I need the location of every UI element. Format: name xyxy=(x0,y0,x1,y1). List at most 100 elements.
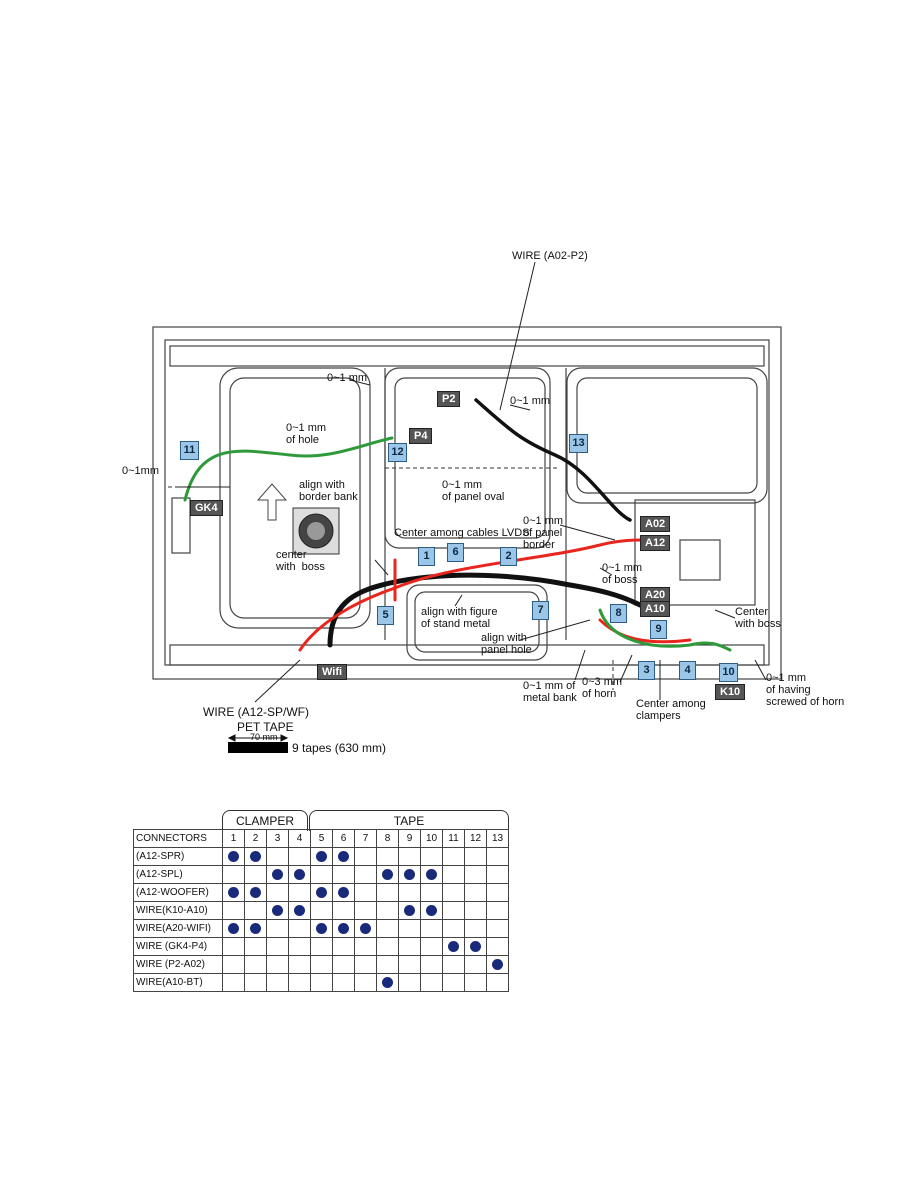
table-cell xyxy=(486,973,509,992)
mark-dot-icon xyxy=(294,868,305,880)
row-label: WIRE(A20-WIFI) xyxy=(133,919,223,938)
row-label: (A12-WOOFER) xyxy=(133,883,223,902)
mark-dot-icon xyxy=(228,886,239,898)
table-cell xyxy=(376,937,399,956)
table-cell xyxy=(376,955,399,974)
tape-marker-6: 6 xyxy=(447,543,464,562)
table-cell xyxy=(376,919,399,938)
table-cell xyxy=(244,883,267,902)
annotation-align-border: align with border bank xyxy=(299,479,358,503)
mark-dot-icon xyxy=(492,958,503,970)
pet-tape-length: 70 mm xyxy=(250,732,278,742)
table-cell xyxy=(464,937,487,956)
tape-marker-7: 7 xyxy=(532,601,549,620)
table-cell xyxy=(310,865,333,884)
table-cell xyxy=(442,937,465,956)
annotation-align-panel-hole: align with panel hole xyxy=(481,632,532,656)
mark-dot-icon xyxy=(228,850,239,862)
table-cell xyxy=(288,847,311,866)
table-cell xyxy=(332,901,355,920)
row-label: WIRE(A10-BT) xyxy=(133,973,223,992)
row-label: WIRE (P2-A02) xyxy=(133,955,223,974)
table-cell xyxy=(398,865,421,884)
chassis-outline xyxy=(152,326,782,680)
tape-marker-9: 9 xyxy=(650,620,667,639)
table-cell xyxy=(244,955,267,974)
connector-gk4: GK4 xyxy=(190,500,223,516)
pet-tape-title: PET TAPE xyxy=(237,720,294,734)
table-cell xyxy=(288,955,311,974)
tape-marker-5: 5 xyxy=(377,606,394,625)
col-header: 3 xyxy=(266,829,289,848)
table-cell xyxy=(288,937,311,956)
table-cell xyxy=(244,937,267,956)
table-cell xyxy=(222,901,245,920)
table-cell xyxy=(420,955,443,974)
table-cell xyxy=(244,973,267,992)
annotation-mm-left: 0~1mm xyxy=(122,465,159,477)
connector-clamp-table: CONNECTORS 1 2 3 4 5 6 7 8 9 10 11 12 13… xyxy=(133,829,509,992)
table-cell xyxy=(354,955,377,974)
table-cell xyxy=(354,919,377,938)
table-cell xyxy=(266,883,289,902)
table-cell xyxy=(420,883,443,902)
table-cell xyxy=(288,973,311,992)
table-cell xyxy=(354,937,377,956)
clamp-marker-4: 4 xyxy=(679,661,696,680)
table-cell xyxy=(288,901,311,920)
table-cell xyxy=(376,973,399,992)
table-cell xyxy=(354,883,377,902)
table-cell xyxy=(222,937,245,956)
table-cell xyxy=(310,937,333,956)
table-cell xyxy=(244,919,267,938)
table-cell xyxy=(420,973,443,992)
table-cell xyxy=(398,901,421,920)
col-header: 4 xyxy=(288,829,311,848)
row-label: (A12-SPR) xyxy=(133,847,223,866)
table-header-row: CONNECTORS 1 2 3 4 5 6 7 8 9 10 11 12 13 xyxy=(133,829,509,848)
annotation-clampers: Center among clampers xyxy=(636,698,706,722)
clamper-group-header: CLAMPER xyxy=(222,810,308,831)
table-cell xyxy=(442,955,465,974)
table-cell xyxy=(442,901,465,920)
annotation-center-boss: center with boss xyxy=(276,549,325,573)
mark-dot-icon xyxy=(316,886,327,898)
mark-dot-icon xyxy=(338,886,349,898)
table-cell xyxy=(486,883,509,902)
table-cell xyxy=(420,847,443,866)
table-cell xyxy=(266,955,289,974)
table-cell xyxy=(376,847,399,866)
table-cell xyxy=(376,901,399,920)
table-cell xyxy=(354,973,377,992)
table-cell xyxy=(244,865,267,884)
table-cell xyxy=(332,847,355,866)
table-cell xyxy=(376,883,399,902)
row-label: WIRE(K10-A10) xyxy=(133,901,223,920)
table-cell xyxy=(288,883,311,902)
tape-marker-12: 12 xyxy=(388,443,407,462)
annotation-mm-hole: 0~1 mm of hole xyxy=(286,422,327,446)
connector-p2: P2 xyxy=(437,391,461,407)
annotation-horn: 0~3 mm of horn xyxy=(582,676,623,700)
mark-dot-icon xyxy=(272,868,283,880)
table-cell xyxy=(486,937,509,956)
table-cell xyxy=(442,847,465,866)
mark-dot-icon xyxy=(382,868,393,880)
table-cell xyxy=(464,901,487,920)
annotation-metal-bank: 0~1 mm of metal bank xyxy=(523,680,577,704)
table-cell xyxy=(288,865,311,884)
mark-dot-icon xyxy=(426,904,437,916)
table-cell xyxy=(464,973,487,992)
mark-dot-icon xyxy=(250,922,261,934)
wire-black-main xyxy=(327,572,643,648)
wire-a02-p2-label: WIRE (A02-P2) xyxy=(512,250,588,262)
wire-a12-sp-wf-label: WIRE (A12-SP/WF) xyxy=(203,705,310,719)
table-row: WIRE(A10-BT) xyxy=(133,973,509,992)
mark-dot-icon xyxy=(228,922,239,934)
col-header: 11 xyxy=(442,829,465,848)
connector-a10: A10 xyxy=(640,601,671,617)
wire-red-lower xyxy=(393,558,692,644)
wire-green-gk4-p4 xyxy=(183,436,394,502)
annotation-cables-lvds: Center among cables LVDS xyxy=(394,527,530,539)
